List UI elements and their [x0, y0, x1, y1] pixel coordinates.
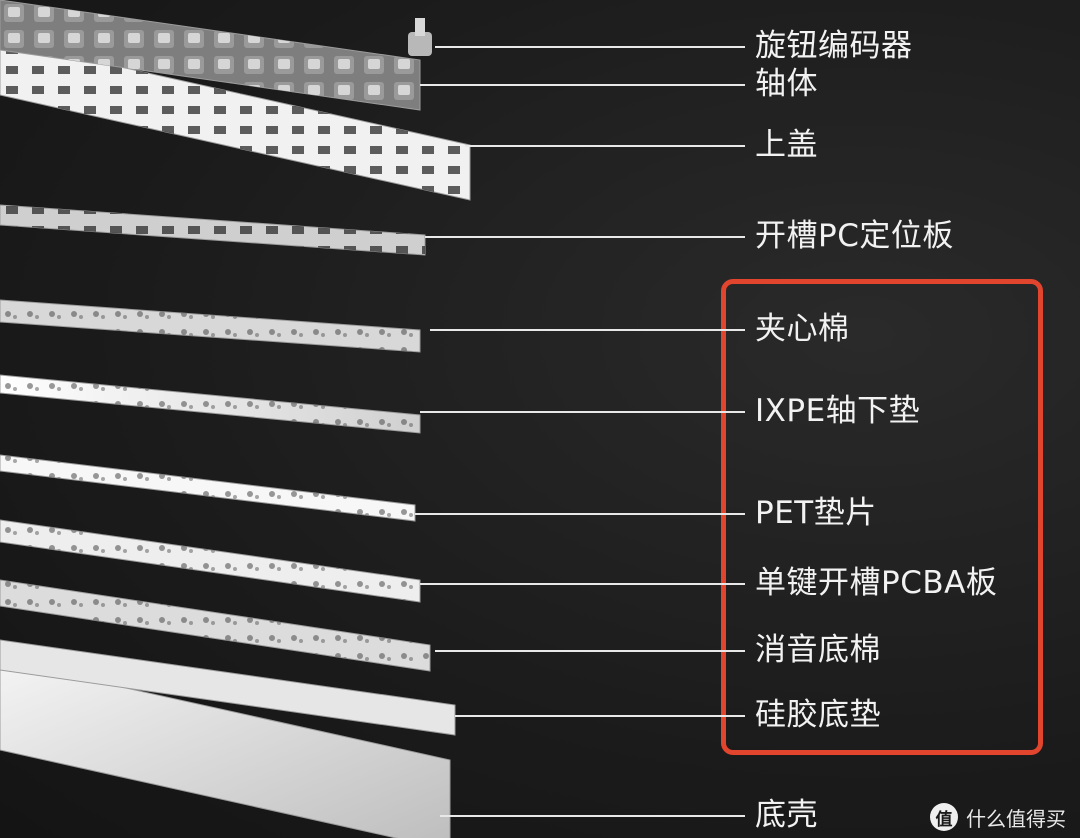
layer-ixpe-pad: [0, 374, 421, 434]
layer-switches-texture: [0, 0, 420, 110]
highlight-frame: [721, 279, 1043, 755]
layer-ixpe-pad-texture: [0, 375, 420, 433]
layer-sandwich-foam: [0, 299, 421, 353]
layer-sound-foam-texture: [0, 580, 430, 671]
layer-pc-plate: [0, 204, 426, 256]
layer-bottom-case: [0, 659, 451, 838]
label-silicone-pad: 硅胶底垫: [755, 697, 881, 733]
label-switches: 轴体: [755, 66, 818, 102]
label-knob-encoder: 旋钮编码器: [755, 28, 913, 64]
layer-silicone-pad: [0, 639, 456, 736]
label-sound-foam: 消音底棉: [755, 632, 881, 668]
label-ixpe-pad-leader-line: [420, 411, 745, 413]
label-pcba-board-leader-line: [420, 583, 745, 585]
label-pcba-board: 单键开槽PCBA板: [755, 565, 998, 601]
layer-sandwich-foam-texture: [0, 300, 420, 352]
label-pet-sheet: PET垫片: [755, 495, 877, 531]
watermark: 值 什么值得买: [930, 802, 1066, 832]
layer-pcba-board-texture: [0, 520, 420, 602]
label-pc-plate-leader-line: [425, 236, 745, 238]
label-ixpe-pad: IXPE轴下垫: [755, 393, 921, 429]
knob-encoder-icon: [408, 18, 432, 56]
layer-silicone-pad-body: [0, 639, 456, 736]
label-top-cover-leader-line: [465, 145, 745, 147]
knob-base: [408, 32, 432, 56]
layer-top-cover: [0, 39, 471, 201]
label-sandwich-foam: 夹心棉: [755, 311, 850, 347]
layer-sound-foam: [0, 579, 431, 672]
label-bottom-case: 底壳: [755, 797, 818, 833]
layer-pet-sheet-texture: [0, 455, 415, 521]
watermark-text: 什么值得买: [966, 806, 1066, 831]
label-top-cover: 上盖: [755, 127, 818, 163]
label-knob-encoder-leader-line: [435, 46, 745, 48]
label-pc-plate: 开槽PC定位板: [755, 218, 954, 254]
layer-pc-plate-texture: [0, 205, 425, 255]
watermark-logo-icon: 值: [930, 803, 958, 831]
label-sound-foam-leader-line: [435, 650, 745, 652]
label-sandwich-foam-leader-line: [430, 329, 745, 331]
label-pet-sheet-leader-line: [415, 513, 745, 515]
label-switches-leader-line: [420, 84, 745, 86]
layer-switches: [0, 0, 421, 111]
layer-pcba-board: [0, 519, 421, 603]
layer-pet-sheet: [0, 454, 416, 522]
layer-top-cover-texture: [0, 40, 470, 200]
knob-shaft: [415, 18, 425, 36]
layer-bottom-case-body: [0, 659, 451, 838]
label-silicone-pad-leader-line: [455, 715, 745, 717]
label-bottom-case-leader-line: [440, 815, 745, 817]
